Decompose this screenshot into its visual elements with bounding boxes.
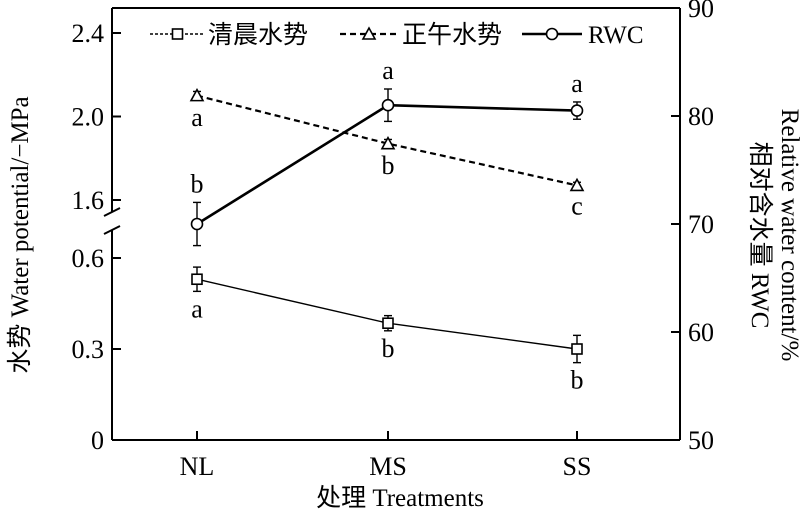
legend-label: 正午水势 <box>402 21 502 49</box>
right-axis-title-line2: Relative water content/% <box>776 109 800 362</box>
legend-marker <box>361 26 377 40</box>
significance-label: c <box>571 192 583 221</box>
legend-label: 清晨水势 <box>208 21 308 49</box>
data-point <box>380 135 396 150</box>
series-circle: b a a <box>190 56 584 247</box>
right-tick-label: 50 <box>688 426 714 455</box>
data-point <box>381 98 395 112</box>
significance-label: a <box>571 69 583 98</box>
left-tick-label: 0.3 <box>72 335 105 364</box>
left-tick-label: 1.6 <box>72 186 105 215</box>
data-point <box>191 273 203 286</box>
data-point <box>189 87 205 102</box>
significance-label: a <box>382 56 394 85</box>
x-axis-title: 处理 Treatments <box>316 484 484 512</box>
axis-break-mark-upper <box>103 207 121 217</box>
series-line <box>196 94 578 187</box>
legend-marker <box>545 27 559 41</box>
axis-break-mark-lower <box>103 225 121 235</box>
significance-label: a <box>191 103 203 132</box>
data-point <box>569 177 585 192</box>
left-tick-label: 2.0 <box>72 103 105 132</box>
right-tick-label: 60 <box>688 318 714 347</box>
x-tick-label: SS <box>563 452 592 481</box>
legend-item: 正午水势 <box>340 21 502 49</box>
right-axis-title-line1: 相对含水量 RWC <box>746 142 774 329</box>
right-tick-label: 90 <box>688 0 714 23</box>
left-tick-label: 0 <box>91 426 104 455</box>
legend-marker <box>171 28 184 40</box>
right-tick-label: 80 <box>688 102 714 131</box>
legend-item: 清晨水势 <box>150 21 308 49</box>
legend: 清晨水势 正午水势 RWC <box>150 21 644 49</box>
left-tick-label: 0.6 <box>72 244 105 273</box>
left-tick-label: 2.4 <box>72 19 105 48</box>
series-square: a b b <box>191 266 584 395</box>
data-point <box>190 217 204 231</box>
series-layer: a b b a b c b a a <box>189 56 585 395</box>
legend-item: RWC <box>522 22 644 49</box>
x-tick-label: MS <box>369 452 407 481</box>
significance-label: b <box>571 366 584 395</box>
right-tick-label: 70 <box>688 210 714 239</box>
x-tick-label: NL <box>180 452 215 481</box>
significance-label: b <box>382 151 395 180</box>
significance-label: b <box>382 334 395 363</box>
legend-label: RWC <box>588 22 644 49</box>
data-point <box>382 317 394 330</box>
left-axis-title: 水势 Water potential/−MPa <box>6 96 34 373</box>
series-triangle: a b c <box>189 87 585 221</box>
significance-label: b <box>191 169 204 198</box>
data-point <box>571 343 583 355</box>
significance-label: a <box>191 294 203 323</box>
data-point <box>570 104 584 117</box>
